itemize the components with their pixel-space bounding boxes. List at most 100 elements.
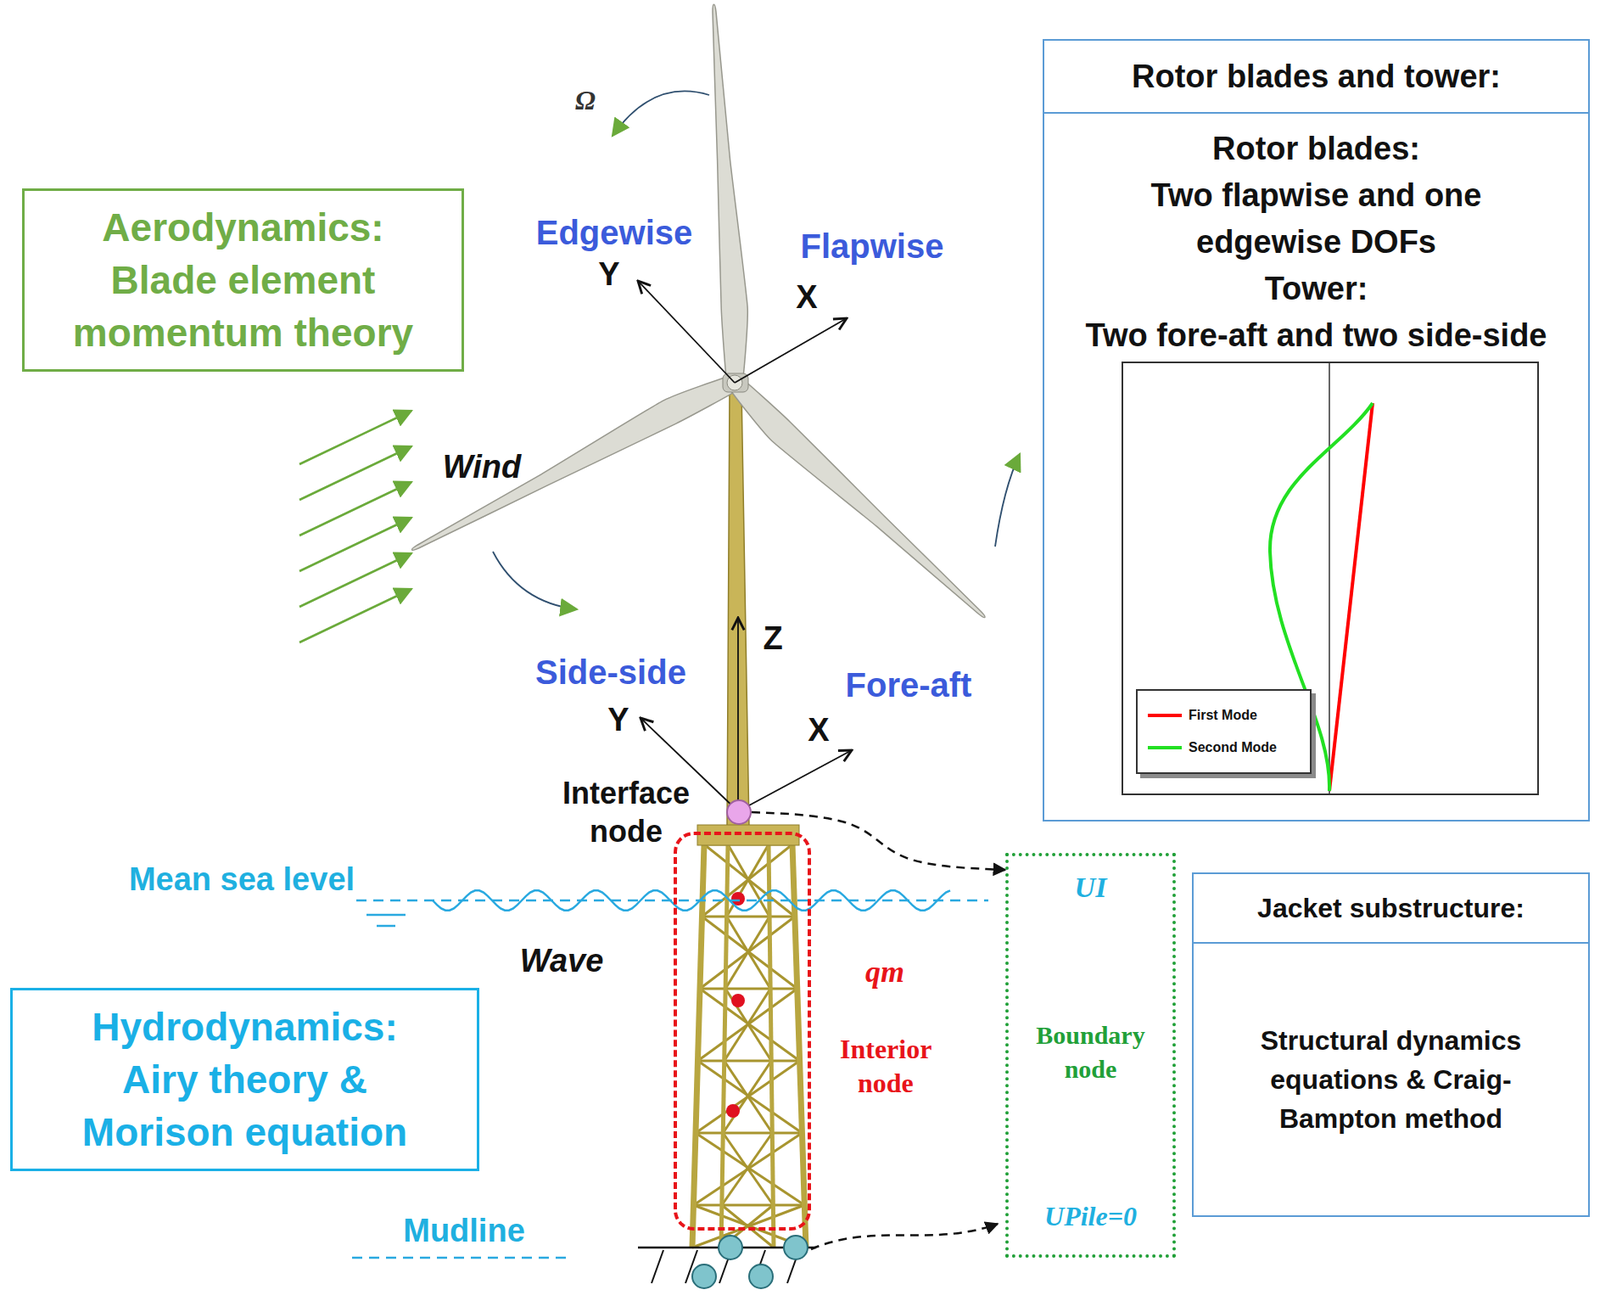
transition-piece	[697, 824, 800, 845]
water-symbol	[376, 924, 396, 928]
jacket-brace	[699, 988, 800, 1061]
axis-arrow	[737, 617, 739, 812]
wind-arrow	[299, 481, 412, 536]
jacket-ring	[699, 987, 798, 991]
pile-support	[783, 1235, 808, 1259]
water-symbol	[366, 913, 406, 917]
node-text: Rotor blades:	[1044, 125, 1589, 173]
interface-node: Interface node	[726, 799, 752, 825]
pile-leader-arrow	[811, 1223, 998, 1249]
node-heading: Jacket substructure:	[1193, 873, 1589, 944]
legend-text: Second Mode	[1188, 739, 1277, 756]
axis-letter: Y	[598, 256, 620, 293]
interior-node-region: qmInterior node	[673, 831, 812, 1231]
jacket-ring	[695, 1131, 802, 1135]
axis-letter: Y	[607, 701, 629, 739]
rotation-arrow	[612, 90, 710, 136]
axis-name: Flapwise	[800, 227, 945, 266]
axis-arrow	[738, 749, 852, 812]
jacket-brace	[701, 916, 797, 989]
legend-row: First Mode	[1146, 699, 1302, 732]
jacket-leg	[768, 844, 774, 1248]
legend-row: Second Mode	[1146, 731, 1302, 764]
first-mode-curve	[1329, 402, 1373, 791]
jacket-leg	[721, 844, 728, 1248]
wind-arrow	[299, 410, 412, 465]
legend-line-sample	[1146, 710, 1184, 721]
jacket-brace	[695, 1060, 800, 1133]
rotor-tower-panel: Rotor blades and tower:Rotor blades:Two …	[1042, 39, 1590, 822]
node-text: Boundary node	[1035, 1018, 1145, 1086]
legend-line-sample	[1146, 742, 1184, 753]
mode-shape-plot	[1122, 362, 1539, 795]
legend-text: First Mode	[1188, 707, 1258, 723]
axis-name: Side-side	[535, 653, 687, 692]
plot-legend: First ModeSecond Mode	[1135, 688, 1312, 774]
axis-letter: X	[807, 711, 829, 749]
jacket-brace	[727, 844, 769, 917]
wind-arrow	[299, 553, 412, 607]
interior-node-dot	[726, 1103, 740, 1118]
node-text: Tower:	[1044, 265, 1589, 313]
jacket-ring	[697, 1059, 800, 1063]
jacket-brace	[699, 916, 795, 989]
axis-arrow	[734, 318, 847, 383]
pile-support	[718, 1235, 743, 1259]
jacket-brace	[725, 916, 770, 989]
rotor-blade	[412, 375, 740, 550]
plot-frame	[1122, 362, 1539, 795]
node-heading: Hydrodynamics:	[21, 1000, 469, 1053]
jacket-brace	[701, 844, 793, 917]
wind-arrow	[299, 588, 412, 643]
hydrodynamics-box: Hydrodynamics:Airy theory & Morison equa…	[10, 987, 480, 1171]
level-name: Mean sea level	[128, 861, 355, 898]
node-text: Two fore-aft and two side-side	[1044, 312, 1589, 359]
axis-arrow	[637, 280, 735, 383]
jacket-brace	[721, 1132, 773, 1205]
rotation-arrow	[492, 551, 577, 610]
wind-arrow	[299, 446, 412, 500]
node-text: Two flapwise and one edgewise DOFs	[1134, 172, 1500, 266]
load-name: Wind	[442, 448, 522, 486]
node-heading: Rotor blades and tower:	[1044, 40, 1589, 114]
node-text: Structural dynamics equations & Craig-Ba…	[1193, 943, 1589, 1215]
aerodynamics-box: Aerodynamics:Blade element momentum theo…	[22, 188, 465, 372]
wind-arrow	[299, 517, 412, 571]
axis-letter: X	[795, 279, 817, 316]
node-text: Blade element momentum theory	[33, 253, 454, 359]
pile-support	[692, 1264, 717, 1288]
rotor-blade	[712, 4, 748, 387]
node-heading: Aerodynamics:	[33, 201, 454, 254]
jacket-brace	[722, 1060, 772, 1133]
axis-name: Fore-aft	[845, 665, 973, 705]
jacket-brace	[704, 844, 795, 917]
node-text: Interface node	[562, 773, 690, 851]
ground-hatch	[651, 1249, 664, 1283]
legend-line	[1147, 713, 1182, 717]
jacket-ring	[693, 1203, 805, 1207]
tower	[727, 388, 750, 828]
plot-axis	[1328, 362, 1331, 795]
wave-line	[432, 889, 951, 910]
jacket-brace	[697, 988, 797, 1061]
dashed-connector	[751, 811, 1006, 870]
mudline-line	[352, 1256, 567, 1259]
node-heading: qm	[865, 953, 905, 990]
jacket-substructure	[692, 824, 806, 1248]
axis-name: Edgewise	[536, 213, 694, 252]
interior-node-dot	[731, 993, 745, 1007]
jacket-panel: Jacket substructure:Structural dynamics …	[1191, 872, 1590, 1217]
node-text: UPile=0	[1044, 1200, 1137, 1232]
axis-letter: Z	[762, 620, 783, 657]
load-name: Wave	[520, 942, 605, 980]
rotation-arrow	[995, 453, 1020, 547]
legend-line	[1147, 745, 1182, 750]
jacket-ring	[701, 915, 795, 918]
rotor-blade	[728, 376, 985, 617]
jacket-brace	[693, 1132, 802, 1205]
node-text: Interior node	[839, 1031, 932, 1100]
level-name: Mudline	[402, 1212, 526, 1249]
boundary-node-region: UIBoundary nodeUPile=0	[1005, 852, 1176, 1258]
jacket-brace	[724, 988, 771, 1061]
